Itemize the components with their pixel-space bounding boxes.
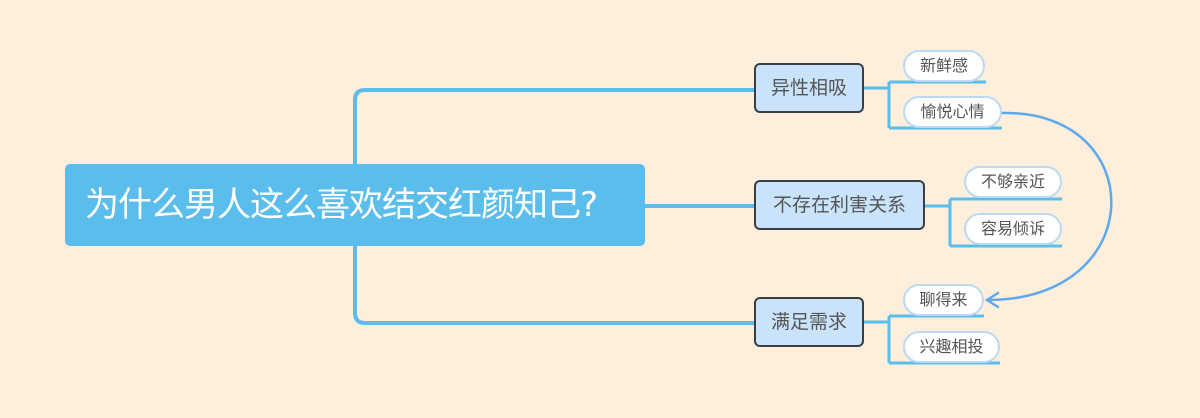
relationship-arrow [984, 111, 1113, 309]
main-topic-meet-needs[interactable]: 满足需求 [754, 297, 864, 347]
central-topic-label: 为什么男人这么喜欢结交红颜知己? [85, 185, 598, 225]
sub-topic-shared-interests[interactable]: 兴趣相投 [903, 331, 1000, 363]
main-topic-no-conflict-of-interest[interactable]: 不存在利害关系 [754, 180, 925, 230]
sub-topic-label: 不够亲近 [980, 172, 1045, 191]
main-topic-label: 异性相吸 [770, 77, 847, 99]
main-topic-label: 不存在利害关系 [772, 194, 906, 216]
sub-topic-label: 愉悦心情 [920, 102, 985, 121]
sub-topic-label: 新鲜感 [919, 56, 968, 75]
connector-branch-3 [353, 244, 756, 325]
sub-topic-label: 兴趣相投 [919, 337, 984, 356]
main-topic-label: 满足需求 [770, 311, 847, 333]
sub-topic-label: 聊得来 [919, 290, 968, 309]
sub-topic-not-too-close[interactable]: 不够亲近 [964, 166, 1062, 198]
sub-topic-novelty[interactable]: 新鲜感 [903, 50, 985, 82]
connector-branch-1 [353, 88, 756, 166]
central-topic[interactable]: 为什么男人这么喜欢结交红颜知己? [65, 164, 645, 246]
sub-topic-get-along[interactable]: 聊得来 [903, 284, 984, 316]
sub-topic-pleasant-mood[interactable]: 愉悦心情 [903, 96, 1002, 128]
main-topic-attraction[interactable]: 异性相吸 [754, 63, 864, 113]
sub-topic-easy-to-confide[interactable]: 容易倾诉 [964, 213, 1062, 245]
sub-topic-label: 容易倾诉 [980, 219, 1045, 238]
